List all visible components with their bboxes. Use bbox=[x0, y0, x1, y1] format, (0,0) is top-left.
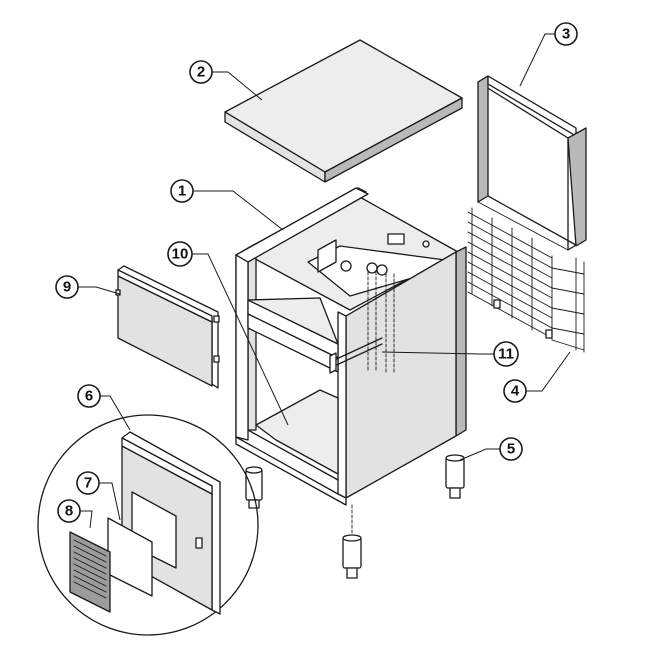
top-plate bbox=[224, 39, 463, 183]
callout-7: 7 bbox=[76, 471, 100, 495]
adjustable-feet bbox=[245, 454, 465, 579]
foot-center bbox=[342, 504, 362, 579]
callout-11: 11 bbox=[493, 341, 519, 367]
callout-5-label: 5 bbox=[507, 441, 515, 458]
callout-7-label: 7 bbox=[84, 475, 92, 492]
detail-zoom bbox=[37, 414, 259, 636]
callout-1-label: 1 bbox=[178, 183, 186, 200]
callout-2: 2 bbox=[189, 60, 213, 84]
callout-1: 1 bbox=[170, 179, 194, 203]
callout-5: 5 bbox=[499, 437, 523, 461]
callout-10-label: 10 bbox=[172, 246, 189, 263]
callout-9-label: 9 bbox=[63, 279, 71, 296]
callout-9: 9 bbox=[55, 275, 79, 299]
callout-6-label: 6 bbox=[85, 388, 93, 405]
callout-10: 10 bbox=[167, 241, 193, 267]
back-panel bbox=[477, 75, 587, 251]
callout-8: 8 bbox=[57, 499, 81, 523]
leader-lines bbox=[78, 33, 571, 529]
callout-4: 4 bbox=[503, 379, 527, 403]
front-panel-small bbox=[115, 265, 220, 389]
callout-11-label: 11 bbox=[498, 346, 514, 363]
callout-6: 6 bbox=[77, 384, 101, 408]
callout-3-label: 3 bbox=[562, 26, 570, 43]
callout-8-label: 8 bbox=[65, 503, 73, 520]
foot-left bbox=[245, 466, 263, 509]
callout-2-label: 2 bbox=[197, 64, 205, 81]
cabinet-body bbox=[235, 187, 467, 506]
callout-3: 3 bbox=[554, 22, 578, 46]
callout-4-label: 4 bbox=[511, 383, 520, 400]
foot-right bbox=[445, 454, 465, 499]
condenser-grid bbox=[467, 207, 585, 353]
